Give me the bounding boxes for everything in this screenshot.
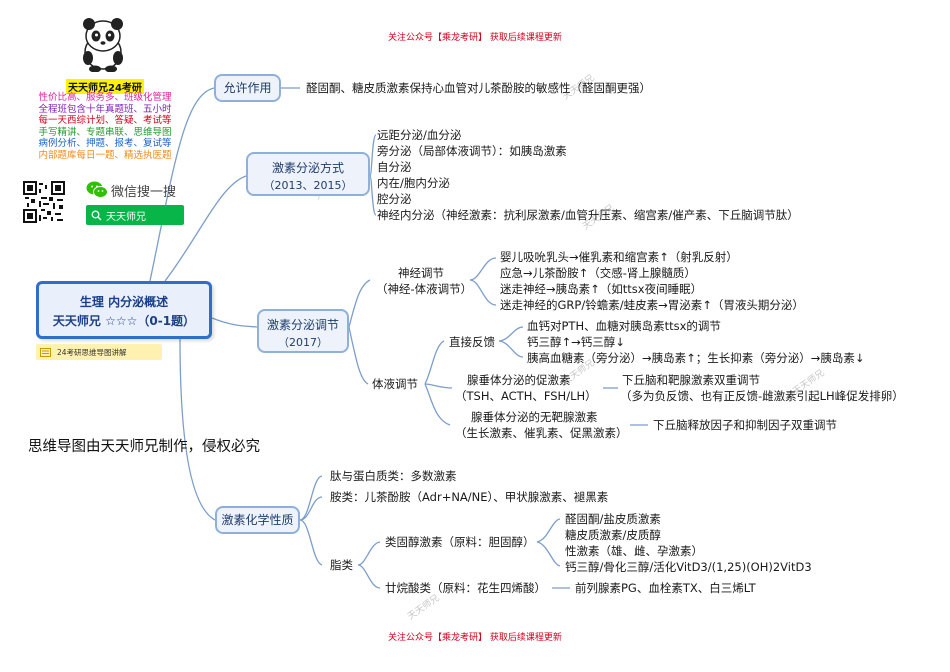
secretion-item: 内在/胞内分泌 [377,176,450,190]
secretion-item: 自分泌 [377,160,412,174]
panda-mascot-icon [83,18,123,72]
amine-hormones: 胺类：儿茶酚胺（Adr+NA/NE）、甲状腺激素、褪黑素 [330,490,609,504]
promo-line: 病例分析、押题、报考、复试等 [38,138,172,149]
branch-secretion-years: （2013、2015） [263,179,353,192]
neural-item: 婴儿吸吮乳头→催乳素和缩宫素↑（射乳反射） [500,250,738,264]
wechat-icon [86,181,108,198]
promo-line: 全程班包含十年真题班、五小时 [38,103,172,115]
tropic-hormone-examples: （TSH、ACTH、FSH/LH） [455,389,597,403]
neural-regulation-sublabel: （神经-体液调节） [376,282,473,296]
tropic-hormone-label: 腺垂体分泌的促激素 [467,373,571,387]
main-topic-tag-text: 24考研思维导图讲解 [57,348,127,357]
humoral-regulation-label: 体液调节 [372,377,418,391]
branch-permissive-label: 允许作用 [223,81,272,95]
nontarget-hormone-regulation: 下丘脑释放因子和抑制因子双重调节 [653,418,837,432]
main-topic-subtitle: 天天师兄 ☆☆☆（0-1题） [52,314,196,328]
promo-title: 天天师兄24考研 [66,79,144,94]
branch-regulation-year: （2017） [278,336,328,349]
lipid-label: 脂类 [330,558,353,572]
wechat-search-text: 天天师兄 [106,212,146,223]
promo-lines: 性价比高、服务多、班级化管理 全程班包含十年真题班、五小时 每一天西综计划、答疑… [28,92,182,161]
tropic-hormone-regulation-note: （多为负反馈、也有正反馈-雌激素引起LH峰促发排卵） [620,389,904,403]
search-icon [91,210,102,221]
neural-item: 应急→儿茶酚胺↑（交感-肾上腺髓质） [500,266,696,280]
nontarget-hormone-label: 腺垂体分泌的无靶腺激素 [471,410,598,424]
steroid-item: 醛固酮/盐皮质激素 [565,512,661,526]
nontarget-hormone-examples: （生长激素、催乳素、促黑激素） [455,426,628,440]
main-topic-title: 生理 内分泌概述 [79,295,169,309]
branch-secretion-label: 激素分泌方式 [271,161,344,175]
neural-item: 迷走神经→胰岛素↑（如ttsx夜间睡眠） [500,282,703,296]
eicosanoid-items: 前列腺素PG、血栓素TX、白三烯LT [575,581,756,595]
branch-permissive-node[interactable]: 允许作用 [214,74,281,102]
note-icon [40,347,51,357]
tropic-hormone-regulation: 下丘脑和靶腺激素双重调节 [622,373,760,387]
direct-feedback-item: 血钙对PTH、血糖对胰岛素ttsx的调节 [527,319,721,333]
branch-chemistry-node[interactable]: 激素化学性质 [215,506,300,534]
branch-chemistry-label: 激素化学性质 [221,513,294,527]
main-topic-node[interactable]: 生理 内分泌概述 天天师兄 ☆☆☆（0-1题） [36,281,212,339]
secretion-item: 腔分泌 [377,192,412,206]
wechat-search-box[interactable]: 天天师兄 [86,205,184,225]
eicosanoid-label: 廿烷酸类（原料：花生四烯酸） [385,581,546,595]
secretion-item: 旁分泌（局部体液调节）：如胰岛激素 [377,144,567,158]
branch-regulation-node[interactable]: 激素分泌调节 （2017） [257,309,349,353]
promo-line: 手写精讲、专题串联、思维导图 [38,126,172,138]
secretion-item: 远距分泌/血分泌 [377,128,462,142]
promo-line: 每一天西综计划、答疑、考试等 [38,115,172,126]
copyright-text: 思维导图由天天师兄制作，侵权必究 [28,439,260,455]
branch-regulation-label: 激素分泌调节 [266,318,339,332]
neural-regulation-label: 神经调节 [398,266,444,280]
footer-notice: 关注公众号【乘龙考研】 获取后续课程更新 [388,633,562,643]
neural-item: 迷走神经的GRP/铃蟾素/蛙皮素→胃泌素↑（胃液头期分泌） [500,298,804,312]
wechat-label: 微信搜一搜 [111,185,177,200]
steroid-item: 性激素（雄、雌、孕激素） [565,544,703,558]
promo-line: 内部题库每日一题、精选执医题 [38,149,172,161]
qr-code-icon [23,181,65,223]
permissive-text: 醛固酮、糖皮质激素保持心血管对儿茶酚胺的敏感性（醛固酮更强） [306,81,651,95]
branch-secretion-node[interactable]: 激素分泌方式 （2013、2015） [246,152,370,196]
direct-feedback-item: 钙三醇↑→钙三醇↓ [527,335,625,349]
direct-feedback-item: 胰高血糖素（旁分泌）→胰岛素↑；生长抑素（旁分泌）→胰岛素↓ [527,351,865,365]
peptide-hormones: 肽与蛋白质类：多数激素 [330,469,457,483]
steroid-item: 糖皮质激素/皮质醇 [565,528,661,542]
main-topic-tag: 24考研思维导图讲解 [36,344,162,360]
steroid-item: 钙三醇/骨化三醇/活化VitD3/(1,25)(OH)2VitD3 [565,560,812,574]
steroid-label: 类固醇激素（原料：胆固醇） [385,535,535,549]
secretion-item: 神经内分泌（神经激素：抗利尿激素/血管升压素、缩宫素/催产素、下丘脑调节肽） [377,208,799,222]
promo-line: 性价比高、服务多、班级化管理 [38,92,172,103]
direct-feedback-label: 直接反馈 [449,335,495,349]
header-notice: 关注公众号【乘龙考研】 获取后续课程更新 [388,33,562,43]
